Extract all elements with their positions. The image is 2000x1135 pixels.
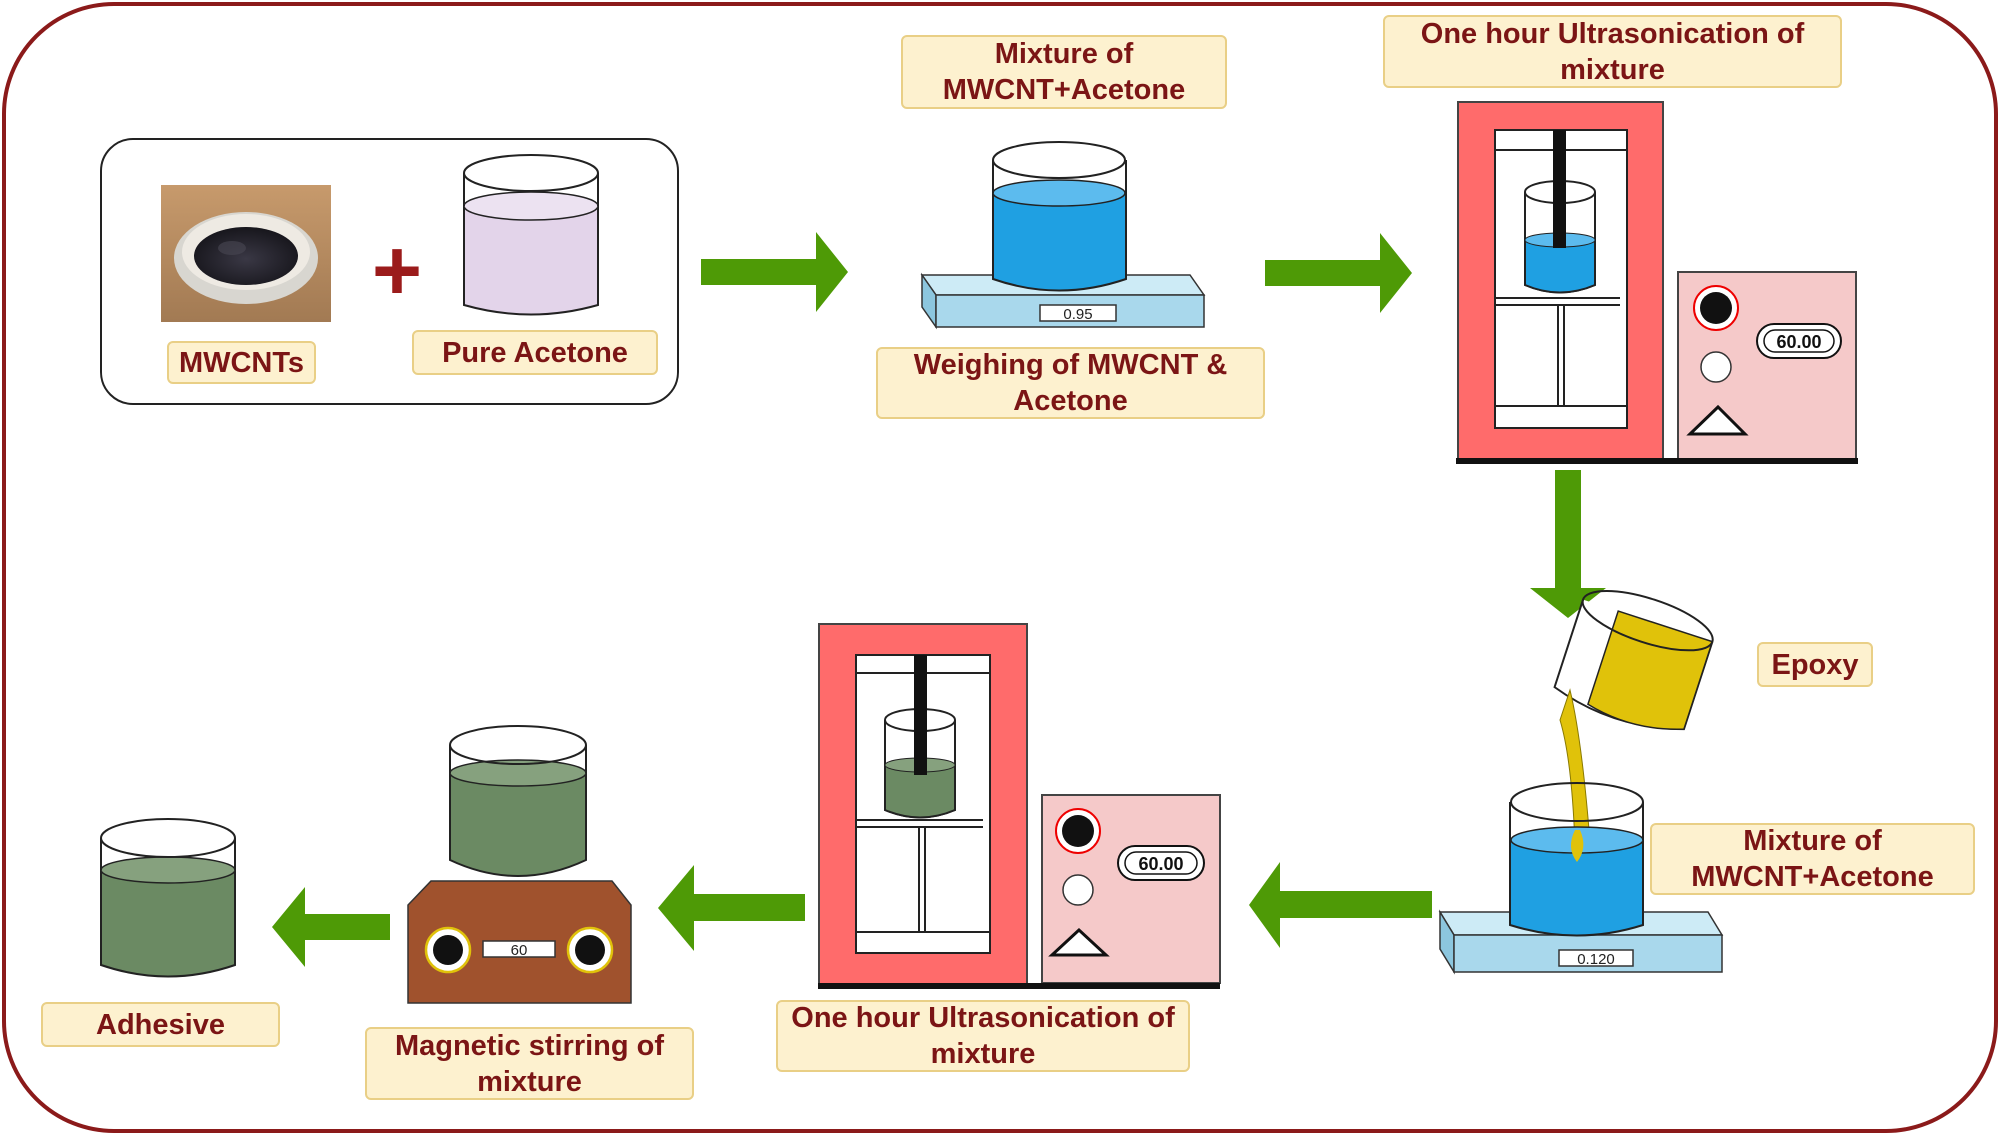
label-epoxy: Epoxy [1757,642,1873,687]
beaker-icon [1553,589,1714,731]
label-pure-acetone: Pure Acetone [412,330,658,375]
beaker-icon [449,725,587,877]
mwcnt-powder-dish-icon [161,185,331,322]
beaker-icon [992,141,1127,292]
beaker-icon [1509,782,1644,937]
scale-readout-top: 0.95 [1063,306,1092,323]
timer-readout-bottom: 60.00 [1138,854,1183,874]
label-adhesive: Adhesive [41,1002,280,1047]
label-ultrasonication-bottom: One hour Ultrasonication of mixture [776,1000,1190,1072]
label-ultrasonication-top: One hour Ultrasonication of mixture [1383,15,1842,88]
label-mixture-top: Mixture of MWCNT+Acetone [901,35,1227,109]
flow-arrow-icon [701,232,848,312]
beaker-icon [463,154,599,316]
flow-arrow-icon [658,865,805,951]
plus-sign: + [372,223,422,319]
label-mixture-right: Mixture of MWCNT+Acetone [1650,823,1975,895]
flow-arrow-icon [1530,470,1606,618]
flow-arrow-icon [1265,233,1412,313]
ultrasonicator-icon: 60.00 [1456,101,1858,464]
magnetic-stirrer-icon: 60 [407,880,632,1004]
label-magnetic-stirring: Magnetic stirring of mixture [365,1027,694,1100]
ingredients-box [100,138,679,405]
ultrasonicator-icon: 60.00 [818,623,1221,989]
balance-scale-icon: 0.95 [920,272,1206,330]
label-mwcnts: MWCNTs [167,341,316,384]
timer-readout-top: 60.00 [1776,332,1821,352]
stirrer-readout: 60 [511,942,528,959]
epoxy-drop [1570,830,1584,862]
scale-readout-bottom: 0.120 [1577,951,1615,968]
label-weighing: Weighing of MWCNT & Acetone [876,347,1265,419]
flow-arrow-icon [1249,862,1432,948]
beaker-icon [100,818,236,978]
flow-arrow-icon [272,887,390,967]
